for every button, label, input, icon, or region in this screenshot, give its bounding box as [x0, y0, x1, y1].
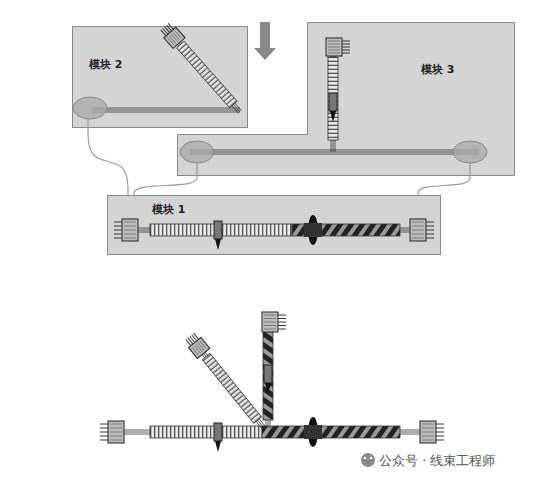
link-curve	[418, 176, 470, 195]
module-label: 模块 1	[152, 202, 185, 217]
module-label: 模块 2	[89, 57, 122, 72]
module-label: 模块 3	[421, 62, 454, 77]
watermark: 公众号 · 线束工程师	[379, 452, 495, 470]
link-curve	[134, 176, 197, 195]
link-curve	[88, 128, 128, 195]
